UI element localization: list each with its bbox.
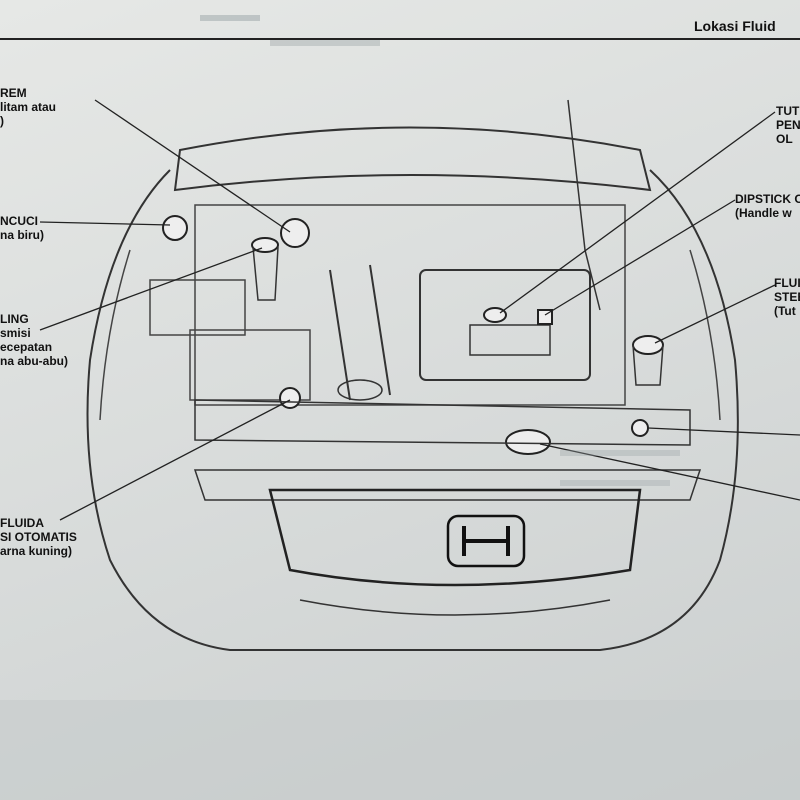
radiator-cap-right xyxy=(631,419,649,437)
steering-fluid-cap xyxy=(632,335,664,355)
label-cooling-fluid: LING smisi ecepatan na abu-abu) xyxy=(0,312,68,368)
label-cooling-line4: na abu-abu) xyxy=(0,354,68,368)
atf-dipstick-ring xyxy=(279,387,301,409)
label-cooling-line3: ecepatan xyxy=(0,340,53,354)
background-text-blur xyxy=(200,15,680,486)
leader-lines xyxy=(39,99,800,521)
label-oil-cap: TUTU PEN OL xyxy=(776,104,800,146)
title-rule xyxy=(0,38,800,40)
front-bumper-curve xyxy=(299,599,611,616)
front-grille xyxy=(268,488,642,587)
coolant-reservoir xyxy=(252,246,279,301)
label-washer-fluid: NCUCI na biru) xyxy=(0,214,44,242)
label-steering-fluid: FLUID STEE (Tut xyxy=(774,276,800,318)
car-body-outline xyxy=(86,169,739,651)
radiator-cap-center xyxy=(505,429,551,455)
label-steering-line1: FLUID xyxy=(774,276,800,290)
label-atf-fluid: FLUIDA SI OTOMATIS arna kuning) xyxy=(0,516,77,558)
right-fender-line xyxy=(689,249,721,421)
page-shadow xyxy=(0,700,800,800)
label-steering-line3: (Tut xyxy=(774,304,796,318)
label-brake-line2: litam atau xyxy=(0,100,57,114)
honda-logo xyxy=(446,514,526,568)
label-steering-line2: STEE xyxy=(774,290,800,304)
engine-plate xyxy=(469,324,551,356)
label-washer-line1: NCUCI xyxy=(0,214,38,228)
label-dipstick: DIPSTICK O (Handle w xyxy=(735,192,800,220)
intake-tube xyxy=(329,264,391,401)
radiator-support xyxy=(194,399,691,446)
steering-reservoir xyxy=(632,344,664,386)
washer-reservoir-cap xyxy=(162,215,188,241)
label-oil-cap-line2: PEN xyxy=(776,118,800,132)
oil-filler-cap xyxy=(483,307,507,323)
hood-outline xyxy=(173,126,652,192)
label-brake-line1: REM xyxy=(0,86,27,100)
bumper-top xyxy=(193,469,702,501)
left-fender-line xyxy=(99,249,131,421)
fuse-box xyxy=(189,329,311,401)
brake-reservoir-cap xyxy=(280,218,310,248)
label-atf-line2: SI OTOMATIS xyxy=(0,530,77,544)
label-cooling-line1: LING xyxy=(0,312,29,326)
label-atf-line1: FLUIDA xyxy=(0,516,44,530)
label-brake-fluid: REM litam atau ) xyxy=(0,86,56,128)
label-oil-cap-line1: TUTU xyxy=(776,104,800,118)
label-brake-line3: ) xyxy=(0,114,4,128)
engine-block xyxy=(419,269,591,381)
label-washer-line2: na biru) xyxy=(0,228,44,242)
label-dipstick-line2: (Handle w xyxy=(735,206,792,220)
intake-end xyxy=(337,379,383,401)
label-oil-cap-line3: OL xyxy=(776,132,793,146)
dipstick-rod xyxy=(567,99,601,311)
coolant-reservoir-cap xyxy=(251,237,279,253)
label-cooling-line2: smisi xyxy=(0,326,31,340)
label-atf-line3: arna kuning) xyxy=(0,544,73,558)
page-title: Lokasi Fluid xyxy=(694,18,776,34)
battery-box xyxy=(149,279,246,336)
label-dipstick-line1: DIPSTICK O xyxy=(735,192,800,206)
